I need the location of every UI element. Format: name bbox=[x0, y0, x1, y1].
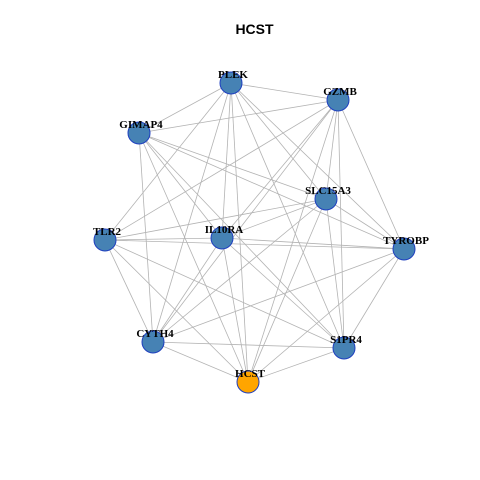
edge-tyrobp-s1pr4 bbox=[343, 248, 405, 349]
edge-gimap4-s1pr4 bbox=[138, 132, 345, 349]
node-circle[interactable] bbox=[332, 336, 356, 360]
node-circle[interactable] bbox=[219, 71, 243, 95]
edge-gzmb-tlr2 bbox=[104, 99, 339, 241]
edge-tyrobp-cyth4 bbox=[152, 248, 405, 343]
node-label: GZMB bbox=[323, 86, 357, 98]
edge-slc15a3-tyrobp bbox=[325, 198, 405, 250]
edge-gzmb-tyrobp bbox=[337, 99, 405, 250]
edge-slc15a3-il10ra bbox=[221, 198, 327, 239]
node-circle[interactable] bbox=[392, 237, 416, 261]
edge-slc15a3-s1pr4 bbox=[325, 198, 345, 349]
edge-gzmb-slc15a3 bbox=[325, 99, 339, 200]
node-s1pr4[interactable]: S1PR4 bbox=[330, 334, 362, 360]
edge-il10ra-cyth4 bbox=[152, 237, 223, 343]
edge-plek-il10ra bbox=[221, 82, 232, 239]
edge-gimap4-cyth4 bbox=[138, 132, 154, 343]
edge-s1pr4-hcst bbox=[247, 347, 345, 383]
edge-plek-gimap4 bbox=[138, 82, 232, 134]
graph-title: HCST bbox=[235, 21, 274, 37]
edge-plek-tlr2 bbox=[104, 82, 232, 241]
edge-tlr2-tyrobp bbox=[104, 239, 405, 250]
node-circle[interactable] bbox=[210, 226, 234, 250]
edge-gzmb-cyth4 bbox=[152, 99, 339, 343]
node-cyth4[interactable]: CYTH4 bbox=[136, 328, 174, 354]
edge-il10ra-s1pr4 bbox=[221, 237, 345, 349]
edge-cyth4-hcst bbox=[152, 341, 249, 383]
edge-plek-s1pr4 bbox=[230, 82, 345, 349]
edge-cyth4-s1pr4 bbox=[152, 341, 345, 349]
edge-tlr2-cyth4 bbox=[104, 239, 154, 343]
node-circle[interactable] bbox=[326, 88, 350, 112]
edge-tlr2-il10ra bbox=[104, 237, 223, 241]
node-label: TYROBP bbox=[383, 235, 429, 247]
edge-tlr2-hcst bbox=[104, 239, 249, 383]
edge-gzmb-gimap4 bbox=[138, 99, 339, 134]
node-label: IL10RA bbox=[205, 224, 244, 236]
node-label: PLEK bbox=[218, 69, 248, 81]
edge-tyrobp-hcst bbox=[247, 248, 405, 383]
edge-gzmb-s1pr4 bbox=[337, 99, 345, 349]
edge-il10ra-tyrobp bbox=[221, 237, 405, 250]
node-slc15a3[interactable]: SLC15A3 bbox=[305, 185, 351, 211]
edge-slc15a3-tlr2 bbox=[104, 198, 327, 241]
edge-plek-slc15a3 bbox=[230, 82, 327, 200]
node-circle[interactable] bbox=[236, 370, 260, 394]
edge-gzmb-hcst bbox=[247, 99, 339, 383]
edge-plek-tyrobp bbox=[230, 82, 405, 250]
edge-gimap4-slc15a3 bbox=[138, 132, 327, 200]
edge-slc15a3-cyth4 bbox=[152, 198, 327, 343]
edge-layer bbox=[104, 82, 405, 383]
edge-gimap4-il10ra bbox=[138, 132, 223, 239]
node-tlr2[interactable]: TLR2 bbox=[93, 226, 122, 252]
node-circle[interactable] bbox=[141, 330, 165, 354]
node-gimap4[interactable]: GIMAP4 bbox=[119, 119, 163, 145]
node-hcst[interactable]: HCST bbox=[235, 368, 266, 394]
node-il10ra[interactable]: IL10RA bbox=[205, 224, 244, 250]
edge-gimap4-tyrobp bbox=[138, 132, 405, 250]
node-label: CYTH4 bbox=[136, 328, 174, 340]
edge-plek-cyth4 bbox=[152, 82, 232, 343]
edge-il10ra-hcst bbox=[221, 237, 249, 383]
node-circle[interactable] bbox=[93, 228, 117, 252]
node-label: S1PR4 bbox=[330, 334, 362, 346]
node-plek[interactable]: PLEK bbox=[218, 69, 248, 95]
edge-slc15a3-hcst bbox=[247, 198, 327, 383]
node-circle[interactable] bbox=[127, 121, 151, 145]
node-label: GIMAP4 bbox=[119, 119, 163, 131]
node-tyrobp[interactable]: TYROBP bbox=[383, 235, 429, 261]
edge-plek-hcst bbox=[230, 82, 249, 383]
edge-gimap4-hcst bbox=[138, 132, 249, 383]
node-label: SLC15A3 bbox=[305, 185, 351, 197]
node-label: TLR2 bbox=[93, 226, 122, 238]
node-circle[interactable] bbox=[314, 187, 338, 211]
edge-tlr2-s1pr4 bbox=[104, 239, 345, 349]
edge-plek-gzmb bbox=[230, 82, 339, 101]
node-gzmb[interactable]: GZMB bbox=[323, 86, 357, 112]
node-label: HCST bbox=[235, 368, 266, 380]
